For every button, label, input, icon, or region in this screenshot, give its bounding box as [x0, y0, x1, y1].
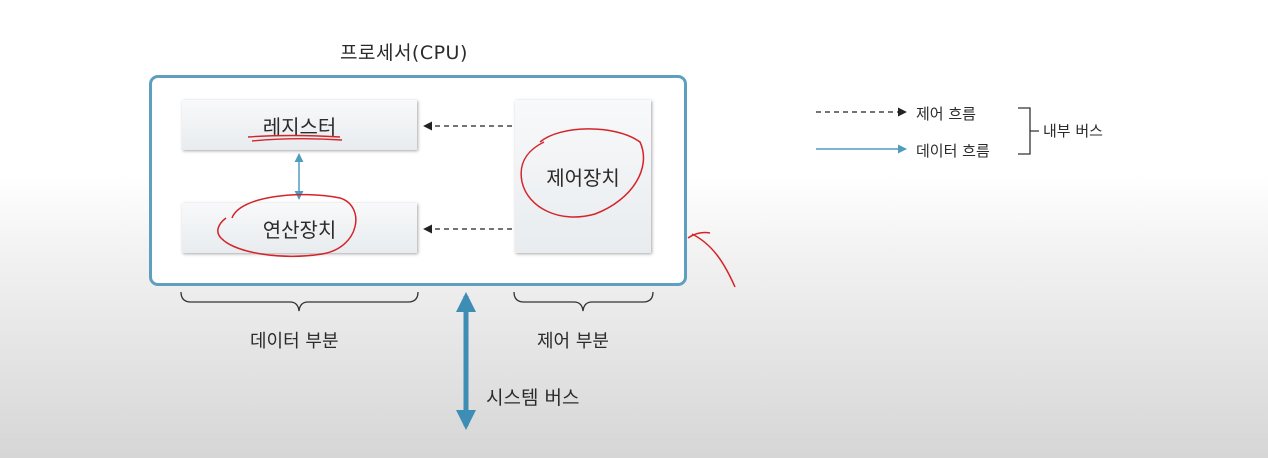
register-label: 레지스터	[262, 114, 337, 139]
data-part-label: 데이터 부분	[250, 331, 339, 352]
alu-box: 연산장치	[182, 203, 417, 253]
register-box: 레지스터	[182, 100, 417, 150]
data-part-brace	[180, 291, 419, 312]
control-unit-circle-annotation	[520, 128, 645, 218]
legend-internal-bus-label: 내부 버스	[1043, 122, 1103, 140]
alu-circle-annotation	[217, 193, 357, 258]
control-part-brace	[513, 291, 654, 312]
system-bus-label: 시스템 버스	[486, 387, 580, 409]
register-underline-annotation	[247, 134, 343, 142]
control-part-label: 제어 부분	[537, 331, 609, 352]
pointer-annotation	[687, 231, 736, 288]
legend-control-flow-label: 제어 흐름	[916, 105, 976, 123]
legend-data-flow-label: 데이터 흐름	[916, 142, 990, 160]
legend-bracket	[1018, 107, 1039, 155]
alu-label: 연산장치	[262, 217, 337, 242]
processor-title: 프로세서(CPU)	[340, 42, 468, 64]
control-unit-box: 제어장치	[515, 100, 651, 253]
control-unit-label: 제어장치	[546, 166, 620, 190]
